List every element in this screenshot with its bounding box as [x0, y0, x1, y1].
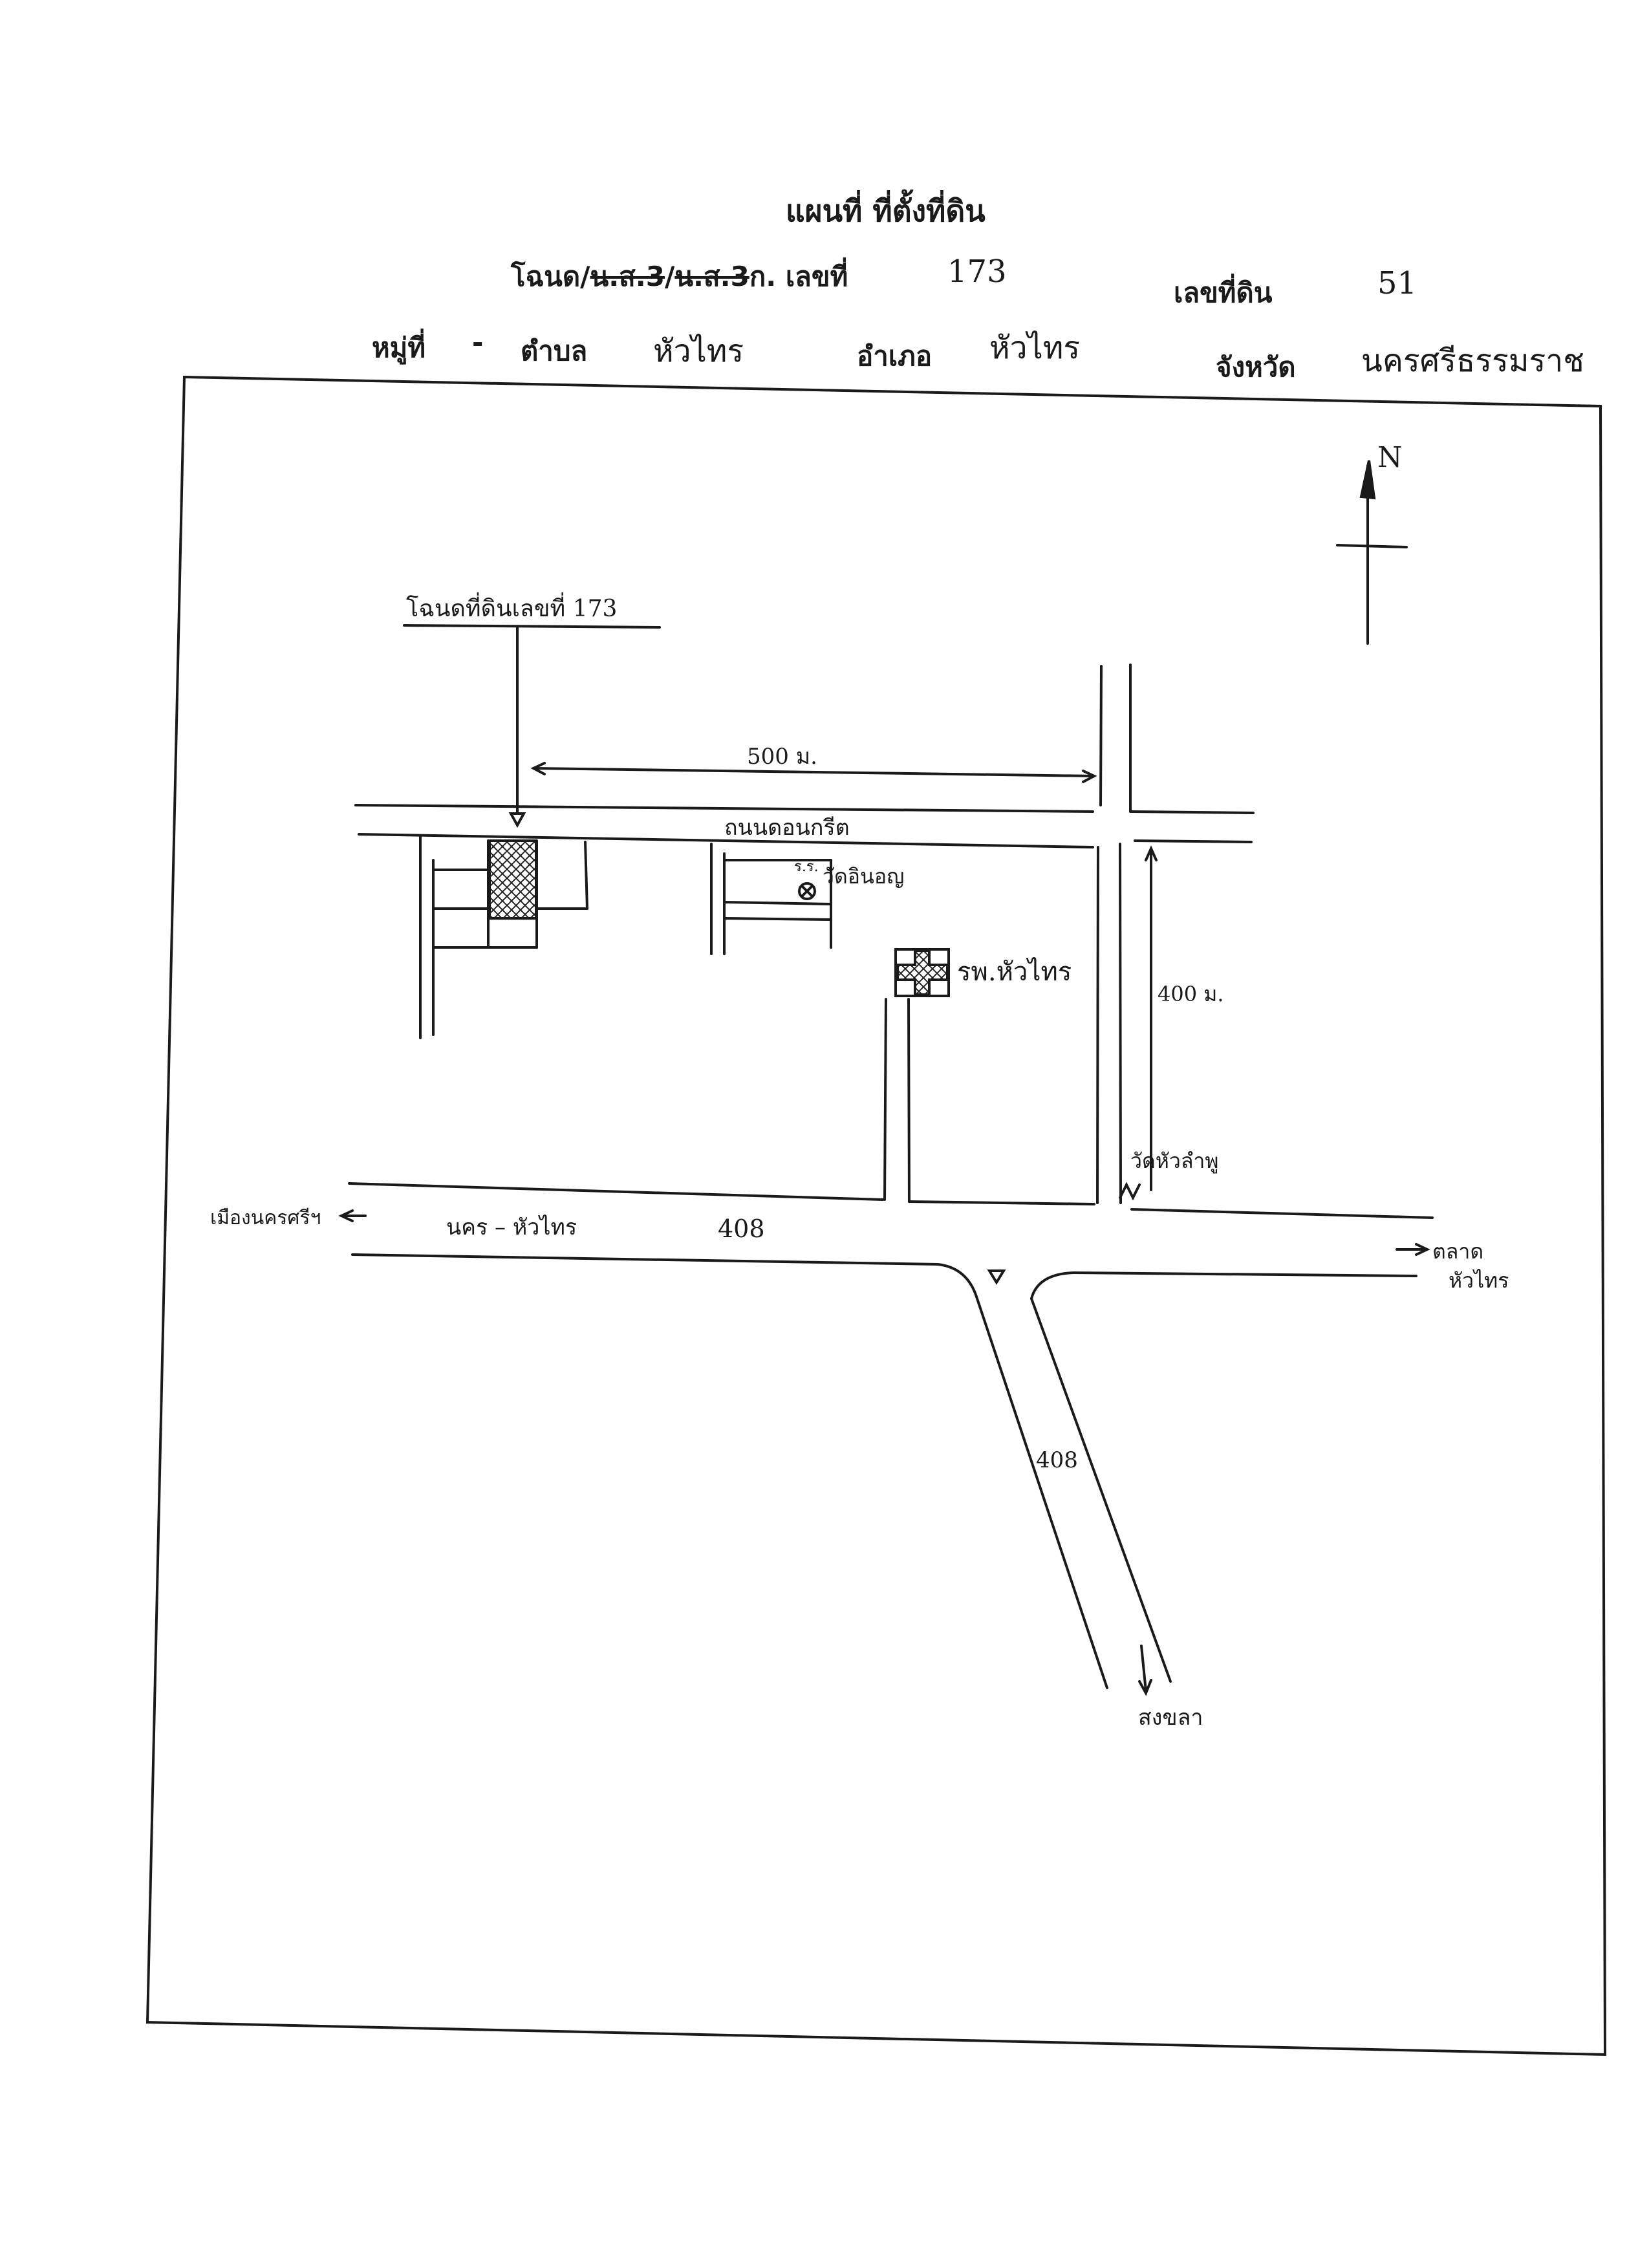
- parcel-label: โฉนดที่ดินเลขที่ 173: [406, 596, 618, 622]
- land-no-label: เลขที่ดิน: [1174, 277, 1273, 308]
- school-label: ร.ร.: [794, 859, 819, 875]
- doc-type-prefix: โฉนด/: [511, 261, 590, 292]
- intersection-marker-icon: [987, 1269, 1006, 1285]
- amphoe-label: อำเภอ: [857, 340, 932, 372]
- moo-label: หมู่ที่: [372, 332, 426, 363]
- north-label: N: [1377, 441, 1403, 474]
- doc-number: 173: [947, 254, 1007, 290]
- market-label-line2: หัวไทร: [1449, 1268, 1509, 1293]
- road-south-east-edge: [1030, 1297, 1172, 1683]
- tambon-label: ตำบล: [521, 335, 588, 367]
- north-arrow-icon: [1336, 460, 1408, 645]
- temple-symbol-icon: [798, 882, 816, 900]
- road-south-west-edge: [975, 1295, 1108, 1689]
- province-label: จังหวัด: [1216, 351, 1296, 383]
- left-arrow-icon: [338, 1209, 354, 1222]
- tambon-value: หัวไทร: [653, 333, 744, 369]
- main-road-label: นคร – หัวไทร: [446, 1215, 577, 1240]
- doc-type-sep: /: [664, 261, 675, 292]
- distance-top-label: 500 ม.: [747, 744, 817, 770]
- road-upper-label: ถนนดอนกรีต: [724, 815, 850, 841]
- road-main-south-edge: [351, 1253, 939, 1266]
- hospital-label: รพ.หัวไทร: [957, 957, 1072, 987]
- doc-type-ns3: น.ส.3: [590, 261, 665, 292]
- south-road-number: 408: [1036, 1447, 1078, 1473]
- road-upper-north-edge: [354, 804, 1094, 813]
- doc-type-ns3k: น.ส.3: [674, 261, 749, 292]
- main-road-number: 408: [718, 1215, 765, 1243]
- south-destination-label: สงขลา: [1138, 1705, 1203, 1731]
- road-main-north-edge: [348, 1182, 884, 1201]
- temple-label: วัดอินอญ: [823, 864, 905, 889]
- distance-top-line: [532, 767, 1095, 777]
- parcel-label-underline: [403, 624, 661, 629]
- market-label-line1: ตลาด: [1432, 1239, 1484, 1264]
- parcel-leader-arrow: [508, 812, 526, 828]
- south-arrow-icon: [1138, 1679, 1152, 1696]
- amphoe-value: หัวไทร: [989, 330, 1081, 366]
- page-title: แผนที่ ที่ตั้งที่ดิน: [786, 193, 986, 228]
- distance-right-label: 400 ม.: [1158, 982, 1224, 1006]
- temple2-marker-icon: [1119, 1182, 1141, 1201]
- doc-type-suffix: ก. เลขที่: [749, 261, 848, 292]
- road-upper-south-edge: [358, 833, 1094, 848]
- parcel-173-hatched: [488, 839, 537, 920]
- left-destination-label: เมืองนครศรีฯ: [210, 1207, 321, 1229]
- land-no-value: 51: [1377, 265, 1417, 301]
- hospital-cross-icon: [896, 949, 949, 996]
- doc-type-line: โฉนด/น.ส.3/น.ส.3ก. เลขที่: [511, 255, 848, 298]
- map-frame: [146, 375, 1607, 2057]
- temple2-label: วัดหัวลำพู: [1130, 1149, 1219, 1173]
- right-arrow-icon: [1415, 1243, 1430, 1256]
- moo-value: -: [472, 327, 484, 358]
- province-value: นครศรีธรรมราช: [1361, 343, 1584, 379]
